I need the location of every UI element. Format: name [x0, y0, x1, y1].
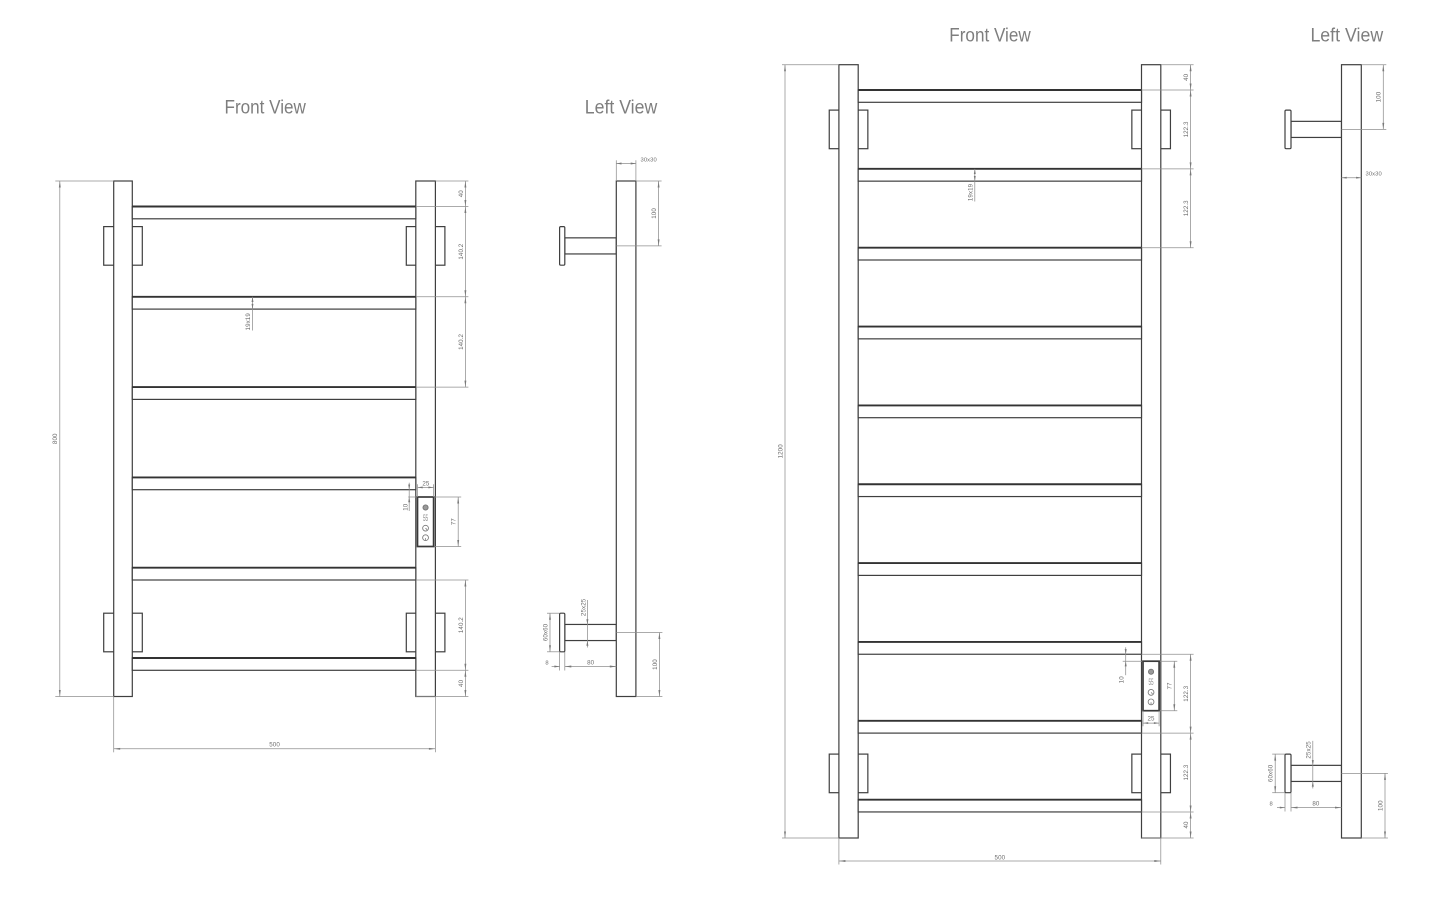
- svg-text:19x19: 19x19: [968, 183, 975, 201]
- svg-text:8: 8: [545, 661, 548, 667]
- svg-text:80: 80: [1312, 801, 1320, 808]
- svg-text:122.3: 122.3: [1183, 764, 1190, 780]
- svg-text:25x25: 25x25: [1305, 741, 1312, 759]
- svg-text:100: 100: [652, 659, 659, 670]
- svg-text:25: 25: [1147, 715, 1155, 722]
- svg-text:60x60: 60x60: [1268, 764, 1275, 782]
- svg-text:500: 500: [269, 742, 280, 749]
- svg-text:100: 100: [1376, 91, 1383, 102]
- svg-text:40: 40: [1183, 73, 1190, 81]
- svg-text:40: 40: [458, 679, 465, 687]
- svg-text:100: 100: [1377, 800, 1384, 811]
- svg-text:140.2: 140.2: [458, 243, 465, 259]
- svg-text:25: 25: [422, 480, 430, 487]
- svg-text:Left View: Left View: [585, 97, 658, 118]
- svg-text:1200: 1200: [777, 444, 784, 459]
- svg-text:140.2: 140.2: [458, 333, 465, 349]
- svg-text:100: 100: [651, 208, 658, 219]
- svg-text:80: 80: [587, 660, 595, 667]
- svg-text:55: 55: [423, 512, 428, 523]
- svg-text:800: 800: [52, 433, 59, 444]
- svg-text:60x60: 60x60: [542, 623, 549, 641]
- svg-text:10: 10: [403, 503, 410, 511]
- svg-text:8: 8: [1270, 802, 1273, 808]
- svg-text:40: 40: [1183, 821, 1190, 829]
- svg-text:25x25: 25x25: [581, 598, 588, 616]
- svg-text:77: 77: [451, 518, 458, 526]
- svg-text:140.2: 140.2: [458, 617, 465, 633]
- svg-text:122.3: 122.3: [1183, 685, 1190, 701]
- svg-text:10: 10: [1119, 676, 1126, 684]
- svg-text:500: 500: [995, 854, 1006, 861]
- svg-text:Front View: Front View: [949, 25, 1031, 46]
- svg-text:30x30: 30x30: [641, 158, 657, 164]
- svg-text:122.3: 122.3: [1183, 121, 1190, 137]
- svg-text:30x30: 30x30: [1366, 172, 1382, 178]
- svg-text:122.3: 122.3: [1183, 200, 1190, 216]
- svg-text:19x19: 19x19: [245, 313, 252, 331]
- svg-text:77: 77: [1167, 682, 1174, 690]
- svg-text:40: 40: [458, 190, 465, 198]
- svg-text:55: 55: [1149, 676, 1154, 687]
- svg-text:Front View: Front View: [225, 97, 307, 118]
- svg-text:Left View: Left View: [1310, 25, 1383, 46]
